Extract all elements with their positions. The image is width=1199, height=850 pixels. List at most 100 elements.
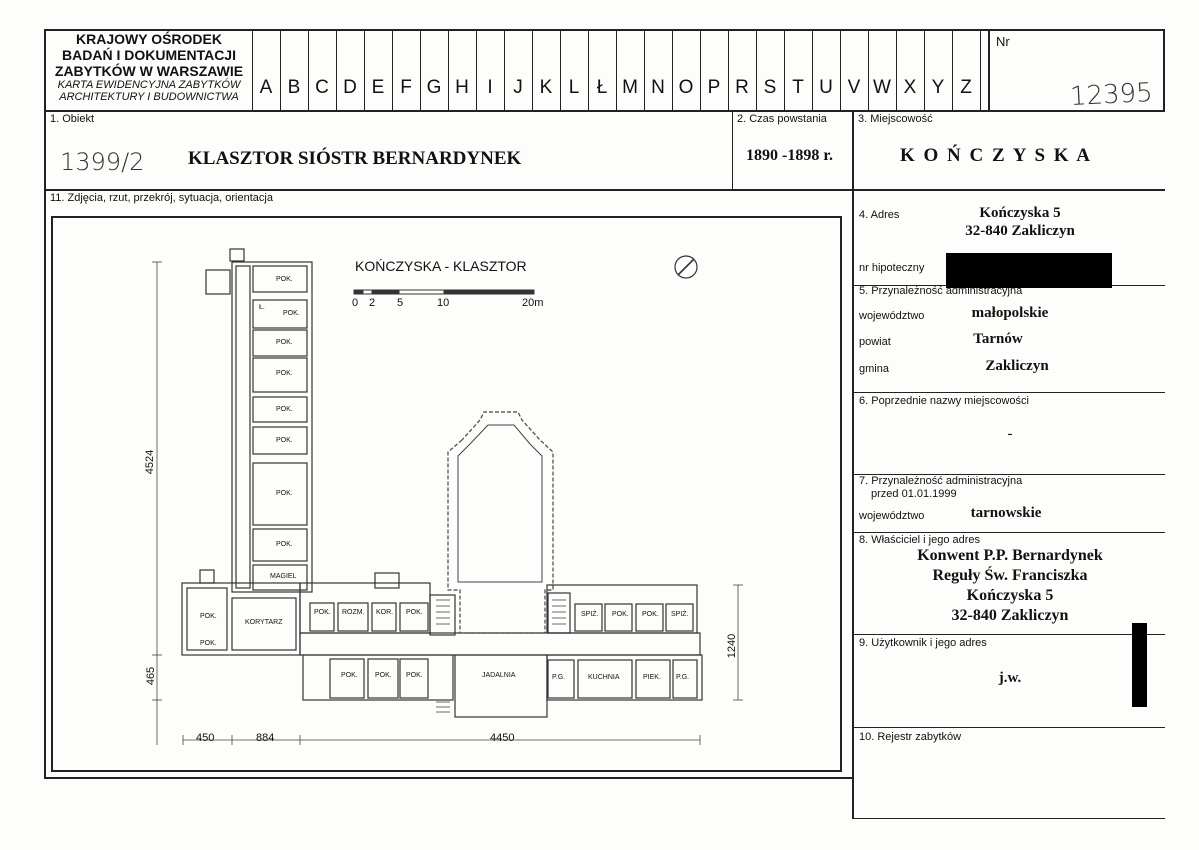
compass-icon (674, 255, 698, 279)
redaction-bar (1132, 623, 1147, 707)
powiat-label: powiat (859, 336, 891, 348)
index-letter: Ł (596, 77, 608, 98)
gmina-value: Zakliczyn (985, 358, 1049, 374)
adres-label: 4. Adres (859, 209, 900, 221)
index-letter: Z (960, 77, 972, 98)
dim-vertical-part: 465 (145, 666, 158, 686)
index-letter: K (539, 77, 553, 98)
scale-label: 5 (397, 297, 404, 309)
subtitle-line-2: ARCHITEKTURY I BUDOWNICTWA (59, 91, 239, 103)
index-letter: C (315, 77, 329, 98)
dim-bottom: 450 (196, 732, 215, 744)
room-label: POK. (375, 672, 392, 679)
poprzednie-value: - (1007, 426, 1013, 442)
gmina-label: gmina (859, 363, 889, 375)
nr-label: Nr (996, 34, 1010, 49)
wojewodztwo-old-label: województwo (859, 510, 925, 522)
room-label: POK. (276, 370, 293, 377)
scale-label: 0 (352, 297, 359, 309)
wlasciciel-line-2: Reguły Św. Franciszka (932, 567, 1088, 584)
wing-outline (231, 261, 313, 593)
index-letter: J (513, 77, 523, 98)
institution-line-3: ZABYTKÓW W WARSZAWIE (54, 63, 244, 79)
obiekt-label: 1. Obiekt (50, 113, 95, 125)
hipoteczny-label: nr hipoteczny (859, 262, 925, 274)
index-letter: N (651, 77, 665, 98)
index-letter: O (678, 77, 694, 98)
room-outline (252, 462, 308, 526)
room-label: POK. (276, 541, 293, 548)
przynaleznosc-old-date: przed 01.01.1999 (871, 488, 957, 500)
index-letter: H (455, 77, 469, 98)
adres-line-1: Kończyska 5 (979, 205, 1061, 221)
scale-label: 2 (369, 297, 376, 309)
room-label: KUCHNIA (588, 674, 620, 681)
poprzednie-label: 6. Poprzednie nazwy miejscowości (859, 395, 1029, 407)
room-outline (252, 564, 308, 591)
room-label: POK. (406, 609, 423, 616)
institution-block: KRAJOWY OŚRODEK BADAŃ I DOKUMENTACJI ZAB… (46, 31, 252, 103)
back-range-outline (302, 654, 454, 701)
powiat-value: Tarnów (973, 331, 1023, 347)
dim-right: 1240 (726, 633, 739, 659)
przynaleznosc-old-label: 7. Przynależność administracyjna (859, 475, 1023, 487)
room-label: POK. (276, 406, 293, 413)
index-letter: B (287, 77, 301, 98)
room-label: POK. (642, 611, 659, 618)
miejscowosc-value: K O Ń C Z Y S K A (900, 145, 1093, 166)
obiekt-value: KLASZTOR SIÓSTR BERNARDYNEK (188, 148, 522, 169)
subtitle-line-1: KARTA EWIDENCYJNA ZABYTKÓW (57, 79, 241, 91)
redaction-bar (946, 253, 1112, 288)
room-outline (252, 396, 308, 423)
room-label: MAGIEL (270, 573, 297, 580)
room-outline (252, 299, 308, 329)
room-label: POK. (200, 640, 217, 647)
institution-line-2: BADAŃ I DOKUMENTACJI (62, 47, 236, 63)
dim-bottom: 884 (256, 732, 275, 744)
room-outline (252, 329, 308, 357)
room-label: P.G. (552, 674, 566, 681)
index-letter: M (622, 77, 638, 98)
czas-label: 2. Czas powstania (737, 113, 827, 125)
index-letter: F (400, 77, 412, 98)
room-label: POK. (283, 310, 300, 317)
room-label: SPIŻ. (671, 611, 689, 618)
wojewodztwo-value: małopolskie (971, 305, 1049, 321)
dim-vertical-total: 4524 (144, 449, 157, 475)
room-label: POK. (314, 609, 331, 616)
wojewodztwo-old-value: tarnowskie (970, 505, 1042, 521)
index-letter: G (426, 77, 442, 98)
room-label: POK. (276, 276, 293, 283)
room-label: POK. (200, 613, 217, 620)
index-letter: A (259, 77, 273, 98)
dim-bottom: 4450 (490, 732, 515, 744)
plan-title: KOŃCZYSKA - KLASZTOR (355, 258, 527, 274)
room-label: P.G. (676, 674, 690, 681)
scale-label: 10 (437, 297, 450, 309)
room-label: POK. (276, 437, 293, 444)
room-label: POK. (612, 611, 629, 618)
room-label: JADALNIA (482, 672, 516, 679)
wlasciciel-label: 8. Właściciel i jego adres (859, 534, 981, 546)
room-label: PIEK. (643, 674, 661, 681)
index-letter: T (792, 77, 804, 98)
index-letter: W (873, 77, 891, 98)
czas-value: 1890 -1898 r. (746, 147, 833, 164)
church-outline (447, 411, 554, 634)
index-letter: E (371, 77, 385, 98)
wlasciciel-line-4: 32-840 Zakliczyn (951, 607, 1069, 624)
index-letter: I (487, 77, 493, 98)
wlasciciel-line-1: Konwent P.P. Bernardynek (917, 547, 1103, 564)
miejscowosc-label: 3. Miejscowość (858, 113, 933, 125)
room-label: SPIŻ. (581, 611, 599, 618)
index-letter: U (819, 77, 833, 98)
zdjecia-label: 11. Zdjęcia, rzut, przekrój, sytuacja, o… (50, 192, 273, 204)
przynaleznosc-label: 5. Przynależność administracyjna (859, 285, 1023, 297)
adres-line-2: 32-840 Zakliczyn (965, 223, 1075, 239)
wojewodztwo-label: województwo (859, 310, 925, 322)
scale-bar (353, 289, 535, 295)
room-outline (252, 528, 308, 562)
scale-label: 20m (522, 297, 544, 309)
index-letter: D (343, 77, 357, 98)
